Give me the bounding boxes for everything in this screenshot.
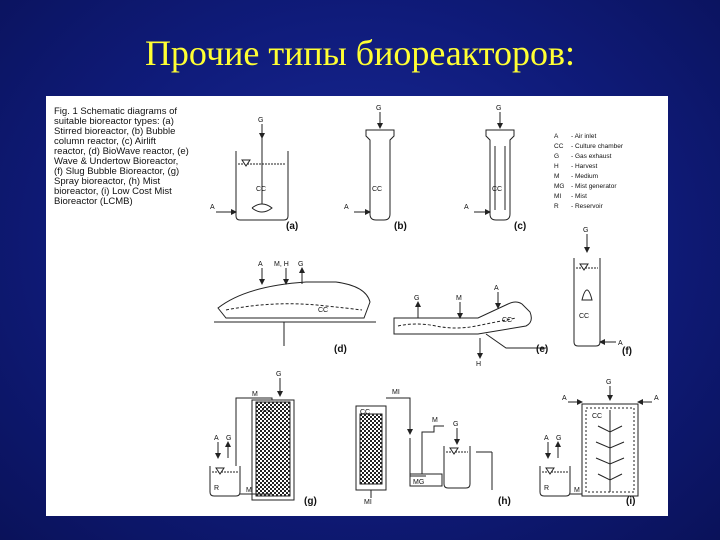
caption-line: Bioreactor (LCMB) bbox=[54, 196, 133, 207]
diagram-b-bubble-column: G A CC (b) bbox=[344, 105, 407, 232]
tag-cc: CC bbox=[262, 407, 272, 414]
legend-desc: - Medium bbox=[571, 173, 598, 180]
caption-line: bioreactor, (i) Low Cost Mist bbox=[54, 186, 172, 197]
tag-mi: MI bbox=[364, 499, 372, 506]
tag-cc: CC bbox=[372, 186, 382, 193]
figure-caption: Fig. 1 Schematic diagrams of suitable bi… bbox=[54, 106, 189, 207]
tag-cc: CC bbox=[579, 313, 589, 320]
diagram-a-stirred-bioreactor: G A CC (a) bbox=[210, 117, 298, 232]
legend-key: MG bbox=[554, 183, 564, 190]
caption-line: Fig. 1 Schematic diagrams of bbox=[54, 106, 177, 117]
legend-desc: - Mist bbox=[571, 193, 587, 200]
legend-key: A bbox=[554, 133, 559, 140]
tag-cc: CC bbox=[360, 409, 370, 416]
tag-h: H bbox=[476, 361, 481, 368]
tag-a: A bbox=[562, 395, 567, 402]
legend-key: G bbox=[554, 153, 559, 160]
tag-mi: MI bbox=[392, 389, 400, 396]
bioreactor-figure: Fig. 1 Schematic diagrams of suitable bi… bbox=[46, 96, 668, 516]
legend-desc: - Culture chamber bbox=[571, 143, 624, 150]
tag-a: A bbox=[494, 285, 499, 292]
tag-cc: CC bbox=[592, 413, 602, 420]
tag-g: G bbox=[276, 371, 281, 378]
caption-line: Wave & Undertow Bioreactor, bbox=[54, 156, 178, 167]
tag-a: A bbox=[618, 340, 623, 347]
diagram-d-biowave: A M, H G CC (d) bbox=[214, 261, 376, 355]
legend-key: CC bbox=[554, 143, 564, 150]
caption-line: suitable bioreactor types: (a) bbox=[54, 116, 174, 127]
panel-label-d: (d) bbox=[334, 344, 347, 355]
slide-title: Прочие типы биореакторов: bbox=[144, 33, 576, 73]
tag-cc: CC bbox=[256, 186, 266, 193]
caption-line: reactor, (d) BioWave reactor, (e) bbox=[54, 146, 189, 157]
tag-mh: M, H bbox=[274, 261, 289, 268]
tag-cc: CC bbox=[492, 186, 502, 193]
tag-cc: CC bbox=[318, 307, 328, 314]
tag-r: R bbox=[544, 485, 549, 492]
legend: A - Air inlet CC - Culture chamber G - G… bbox=[554, 133, 624, 210]
tag-m: M bbox=[252, 391, 258, 398]
tag-a: A bbox=[654, 395, 659, 402]
caption-line: Stirred bioreactor, (b) Bubble bbox=[54, 126, 175, 137]
caption-line: Spray bioreactor, (h) Mist bbox=[54, 176, 160, 187]
legend-desc: - Air inlet bbox=[571, 133, 596, 140]
tag-a: A bbox=[214, 435, 219, 442]
diagram-h-mist: MI CC M G MG MI (h) bbox=[355, 389, 511, 507]
tag-g: G bbox=[376, 105, 381, 112]
legend-desc: - Gas exhaust bbox=[571, 153, 612, 160]
diagram-g-spray: G M CC A G R M (g) bbox=[209, 371, 317, 507]
panel-label-g: (g) bbox=[304, 496, 317, 507]
schematics: G A CC (a) G A CC (b) G A CC (c) bbox=[209, 105, 659, 507]
panel-label-c: (c) bbox=[514, 221, 526, 232]
tag-mg: MG bbox=[413, 479, 424, 486]
tag-a: A bbox=[464, 204, 469, 211]
diagram-f-slug-bubble: G A CC (f) bbox=[573, 227, 632, 357]
tag-m: M bbox=[246, 487, 252, 494]
tag-g: G bbox=[556, 435, 561, 442]
diagram-e-wave-undertow: G M A CC H (e) bbox=[393, 285, 548, 368]
panel-label-b: (b) bbox=[394, 221, 407, 232]
tag-r: R bbox=[214, 485, 219, 492]
tag-g: G bbox=[414, 295, 419, 302]
tag-g: G bbox=[258, 117, 263, 124]
legend-desc: - Reservoir bbox=[571, 203, 604, 210]
tag-m: M bbox=[574, 487, 580, 494]
tag-m: M bbox=[432, 417, 438, 424]
panel-label-i: (i) bbox=[626, 496, 635, 507]
diagram-i-lcmb: G A A CC A G R M (i) bbox=[539, 379, 659, 507]
legend-key: R bbox=[554, 203, 559, 210]
tag-g: G bbox=[453, 421, 458, 428]
tag-g: G bbox=[226, 435, 231, 442]
legend-key: MI bbox=[554, 193, 561, 200]
tag-a: A bbox=[210, 204, 215, 211]
diagram-c-airlift: G A CC (c) bbox=[464, 105, 526, 232]
legend-key: M bbox=[554, 173, 559, 180]
tag-a: A bbox=[344, 204, 349, 211]
legend-key: H bbox=[554, 163, 559, 170]
tag-g: G bbox=[606, 379, 611, 386]
tag-a: A bbox=[544, 435, 549, 442]
caption-line: (f) Slug Bubble Bioreactor, (g) bbox=[54, 166, 179, 177]
tag-g: G bbox=[496, 105, 501, 112]
legend-desc: - Mist generator bbox=[571, 183, 617, 190]
legend-desc: - Harvest bbox=[571, 163, 598, 170]
bioreactor-diagram: Fig. 1 Schematic diagrams of suitable bi… bbox=[54, 105, 659, 507]
tag-a: A bbox=[258, 261, 263, 268]
panel-label-h: (h) bbox=[498, 496, 511, 507]
tag-cc: CC bbox=[502, 317, 512, 324]
tag-m: M bbox=[456, 295, 462, 302]
panel-label-f: (f) bbox=[622, 346, 632, 357]
tag-g: G bbox=[298, 261, 303, 268]
tag-g: G bbox=[583, 227, 588, 234]
panel-label-a: (a) bbox=[286, 221, 298, 232]
panel-label-e: (e) bbox=[536, 344, 548, 355]
caption-line: column reactor, (c) Airlift bbox=[54, 136, 156, 147]
